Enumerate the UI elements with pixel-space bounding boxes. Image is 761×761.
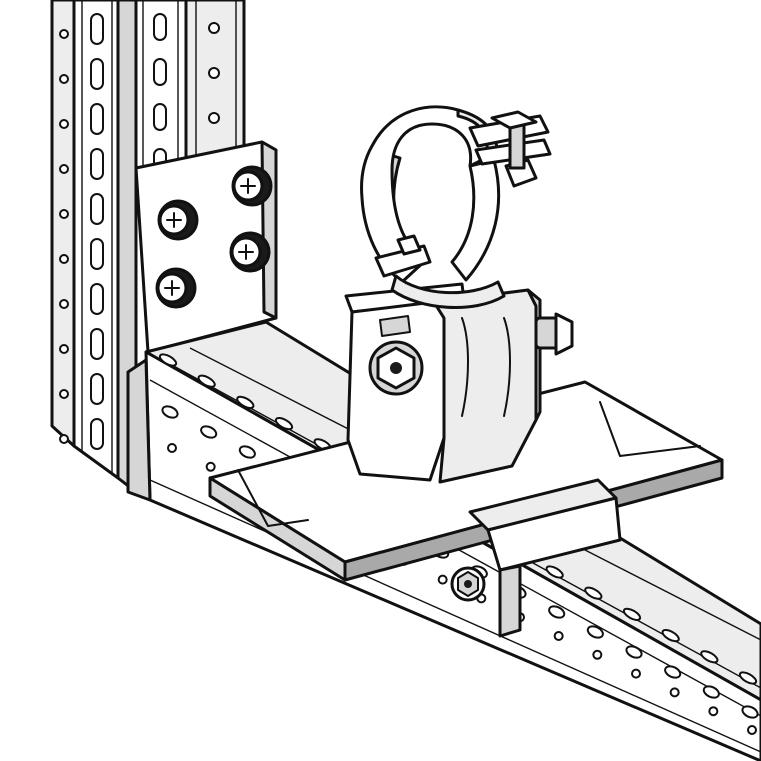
- channel-end: [126, 358, 152, 502]
- vertical-channel-slots: [59, 13, 220, 450]
- channel-slot: [153, 103, 167, 131]
- bracket-screws: [155, 165, 273, 309]
- channel-slot: [622, 607, 642, 621]
- channel-web-left: [50, 0, 76, 448]
- saddle-clip: [450, 478, 622, 638]
- clamp-band-right: [450, 158, 501, 282]
- channel-slot: [158, 353, 178, 367]
- channel-slot: [90, 193, 104, 225]
- channel-hole: [708, 706, 719, 717]
- channel-slot: [90, 373, 104, 405]
- channel-hole: [59, 74, 69, 84]
- channel-hole: [59, 434, 69, 444]
- channel-hole: [208, 22, 220, 34]
- channel-hole: [167, 443, 177, 453]
- phillips-screw-icon: [155, 267, 197, 309]
- channel-hole: [437, 574, 448, 585]
- clip-bolt: [450, 566, 486, 602]
- channel-slot: [90, 58, 104, 90]
- channel-slot: [700, 650, 719, 664]
- channel-hole: [59, 344, 69, 354]
- side-bolt: [534, 312, 574, 356]
- channel-hole: [208, 112, 220, 124]
- channel-slot: [90, 238, 104, 270]
- channel-slot: [90, 328, 104, 360]
- channel-slot: [738, 671, 758, 685]
- channel-slot: [90, 148, 104, 180]
- pipe-clamp: [360, 105, 552, 309]
- channel-slot: [90, 13, 104, 45]
- channel-hole: [59, 164, 69, 174]
- channel-hole: [59, 29, 69, 39]
- channel-hole: [59, 209, 69, 219]
- phillips-screw-icon: [229, 231, 271, 273]
- bracket-edge: [260, 140, 278, 320]
- channel-slot: [153, 58, 167, 86]
- clamp-base: [390, 274, 506, 309]
- channel-slot: [545, 565, 564, 579]
- channel-hole: [205, 461, 216, 472]
- channel-slot: [90, 418, 104, 450]
- channel-slot: [664, 665, 682, 679]
- channel-slot: [197, 374, 216, 388]
- channel-hole: [59, 299, 69, 309]
- angle-bracket: [134, 140, 278, 354]
- channel-slot: [741, 705, 759, 719]
- channel-slot: [236, 395, 255, 409]
- clamp-side-nut: [396, 234, 422, 256]
- channel-slot: [702, 685, 720, 699]
- channel-slot: [161, 405, 179, 419]
- channel-slot: [548, 605, 566, 619]
- channel-hole: [553, 631, 564, 641]
- channel-slot: [584, 586, 603, 600]
- clamp-support: [344, 282, 574, 484]
- clip-front: [486, 496, 622, 572]
- channel-slot: [661, 629, 680, 643]
- channel-slot: [90, 283, 104, 315]
- clip-leg: [498, 564, 522, 638]
- channel-hole: [59, 389, 69, 399]
- channel-hole: [59, 254, 69, 264]
- channel-slot: [586, 625, 604, 639]
- channel-slot: [153, 13, 167, 41]
- channel-slot: [90, 103, 104, 135]
- channel-hole: [208, 67, 220, 79]
- channel-slot: [625, 645, 643, 659]
- channel-slot: [200, 425, 218, 439]
- channel-slot: [238, 445, 256, 459]
- phillips-screw-icon: [231, 165, 273, 207]
- channel-hole: [747, 725, 757, 735]
- support-tab: [379, 315, 411, 337]
- channel-hole: [59, 119, 69, 129]
- channel-hole: [631, 668, 641, 679]
- channel-hole: [592, 649, 603, 660]
- channel-slot: [274, 417, 294, 431]
- support-nut: [368, 340, 424, 396]
- channel-hole: [669, 687, 680, 698]
- clamp-top-bolt: [490, 110, 538, 188]
- phillips-screw-icon: [157, 199, 199, 241]
